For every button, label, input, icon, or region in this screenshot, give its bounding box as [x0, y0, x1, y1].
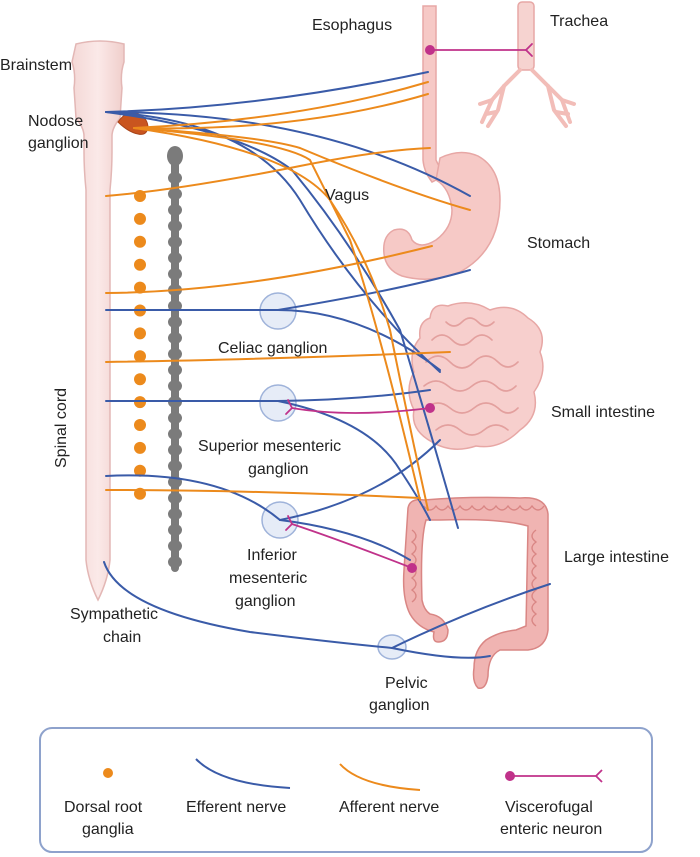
legend-viscerofugal-marker: [505, 769, 603, 783]
sympathetic-chain-bead: [168, 348, 182, 360]
legend-drg-marker: [103, 768, 113, 778]
sympathetic-chain-bead: [168, 412, 182, 424]
label-inferior-mesenteric-line3: ganglion: [235, 593, 296, 610]
label-nodose-ganglion-line2: ganglion: [28, 135, 89, 152]
label-celiac-ganglion: Celiac ganglion: [218, 340, 327, 357]
sympathetic-chain-bead: [168, 172, 182, 184]
sympathetic-chain: [167, 146, 183, 572]
dorsal-root-ganglion-dot: [134, 212, 146, 225]
afferent-nerves: [105, 81, 471, 511]
spinal-cord: [71, 40, 125, 602]
sympathetic-chain-bead: [168, 460, 182, 472]
legend-efferent-marker: [195, 758, 291, 789]
legend-drg-line2: ganglia: [82, 821, 134, 838]
sympathetic-chain-bead: [168, 252, 182, 264]
legend-viscerofugal-line2: enteric neuron: [500, 821, 602, 838]
label-stomach: Stomach: [527, 235, 590, 252]
sympathetic-chain-bead: [168, 556, 182, 568]
label-small-intestine: Small intestine: [551, 404, 655, 421]
dorsal-root-ganglion-dot: [134, 396, 146, 409]
label-nodose-ganglion-line1: Nodose: [28, 113, 83, 130]
dorsal-root-ganglion-dot: [134, 235, 146, 248]
label-trachea: Trachea: [550, 13, 608, 30]
sympathetic-chain-bead: [168, 444, 182, 456]
trachea: [478, 1, 576, 128]
dorsal-root-ganglion-dot: [134, 350, 146, 363]
sympathetic-chain-bead: [168, 204, 182, 216]
label-brainstem: Brainstem: [0, 57, 72, 74]
sympathetic-chain-bead: [168, 492, 182, 504]
large-intestine: [402, 496, 549, 689]
label-superior-mesenteric-line2: ganglion: [248, 461, 309, 478]
legend-drg-line1: Dorsal root: [64, 799, 143, 816]
label-pelvic-ganglion-line1: Pelvic: [385, 675, 428, 692]
dorsal-root-ganglion-dot: [134, 419, 146, 431]
dorsal-root-ganglion-dot: [134, 258, 146, 271]
sympathetic-chain-bead: [168, 188, 182, 200]
dorsal-root-ganglia: [134, 190, 146, 500]
efferent-nerves: [103, 71, 551, 659]
label-inferior-mesenteric-line1: Inferior: [247, 547, 297, 564]
sympathetic-chain-bead: [168, 236, 182, 248]
sympathetic-chain-bead: [168, 268, 182, 280]
dorsal-root-ganglion-dot: [134, 281, 146, 294]
sympathetic-chain-bead: [168, 524, 182, 536]
legend-viscerofugal-line1: Viscerofugal: [505, 799, 593, 816]
label-sympathetic-chain-line2: chain: [103, 629, 141, 646]
viscerofugal-cell-bodies: [407, 45, 435, 573]
label-inferior-mesenteric-line2: mesenteric: [229, 570, 307, 587]
dorsal-root-ganglion-dot: [134, 373, 146, 386]
sympathetic-chain-bead: [168, 364, 182, 376]
viscerofugal-neurons: [285, 43, 533, 569]
label-pelvic-ganglion-line2: ganglion: [369, 697, 430, 714]
label-superior-mesenteric-line1: Superior mesenteric: [198, 438, 341, 455]
legend-afferent-label: Afferent nerve: [339, 799, 439, 816]
small-intestine: [408, 302, 544, 450]
sympathetic-chain-bead: [168, 428, 182, 440]
legend-afferent-marker: [339, 763, 421, 791]
sympathetic-chain-bead: [168, 316, 182, 328]
label-sympathetic-chain-line1: Sympathetic: [70, 606, 158, 623]
label-spinal-cord: Spinal cord: [53, 388, 70, 468]
sympathetic-chain-bead: [168, 508, 182, 520]
sympathetic-chain-bead: [168, 540, 182, 552]
stomach: [382, 151, 501, 280]
legend: Dorsal root ganglia Efferent nerve Affer…: [39, 727, 653, 853]
label-vagus: Vagus: [325, 187, 369, 204]
sympathetic-chain-bead: [168, 220, 182, 232]
dorsal-root-ganglion-dot: [134, 464, 146, 477]
sympathetic-chain-bead: [168, 380, 182, 392]
sympathetic-chain-bead: [168, 332, 182, 344]
label-large-intestine: Large intestine: [564, 549, 669, 566]
dorsal-root-ganglion-dot: [134, 327, 146, 340]
legend-efferent-label: Efferent nerve: [186, 799, 286, 816]
dorsal-root-ganglion-dot: [134, 441, 146, 454]
label-esophagus: Esophagus: [312, 17, 392, 34]
